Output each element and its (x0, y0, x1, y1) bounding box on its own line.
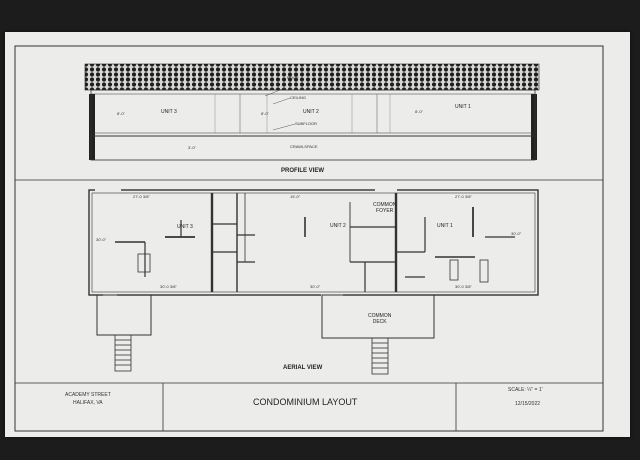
sheet-border (14, 45, 604, 432)
aerial-unit-1: UNIT 1 (437, 223, 453, 229)
aerial-view-title: AERIAL VIEW (283, 365, 323, 371)
drawing-title: CONDOMINIUM LAYOUT (253, 397, 358, 407)
common-deck-label: COMMON DECK (368, 313, 392, 325)
building-outline (88, 189, 539, 296)
date-label: 12/15/2022 (515, 401, 541, 407)
ceiling-label: CEILING (290, 95, 307, 100)
profile-unit-2: UNIT 2 (303, 109, 319, 115)
aerial-unit-3: UNIT 3 (177, 224, 193, 230)
roof-shingles (84, 63, 540, 91)
aerial-unit-2: UNIT 2 (330, 223, 346, 229)
deck-stairs (371, 337, 389, 375)
address-line-2: HALIFAX, VA (73, 400, 103, 406)
dim-bottom-mid: 30'-0" (310, 284, 321, 289)
crawlspace-label: CRAWLSPACE (290, 144, 318, 149)
scale-label: SCALE: ¼" = 1' (508, 387, 543, 393)
drawing-sheet: ROOF CEILING SUBFLOOR CRAWLSPACE UNIT 3 … (5, 32, 630, 437)
dim-right-side: 30'-0" (511, 231, 522, 236)
address-line-1: ACADEMY STREET (65, 392, 111, 398)
profile-dim-1: 8'-0" (117, 111, 125, 116)
profile-view-title: PROFILE VIEW (281, 168, 325, 174)
subfloor-label: SUBFLOOR (295, 121, 318, 126)
dim-left-side: 30'-0" (96, 237, 107, 242)
dim-top-right: 27'-0 3/8" (455, 194, 472, 199)
profile-dim-4: 3'-0" (188, 145, 196, 150)
dim-bottom-right: 30'-0 3/8" (455, 284, 472, 289)
aerial-view (88, 188, 539, 375)
profile-unit-1: UNIT 1 (455, 104, 471, 110)
dim-bottom-left: 30'-0 3/8" (160, 284, 177, 289)
left-deck (96, 294, 152, 336)
dim-top-mid: 15'-0" (290, 194, 301, 199)
crawlspace-band (90, 135, 536, 161)
roof-label: ROOF (287, 75, 299, 80)
left-stairs (114, 334, 132, 372)
dim-top-left: 27'-0 3/8" (133, 194, 150, 199)
profile-dim-2: 8'-0" (261, 111, 269, 116)
profile-view (84, 63, 540, 161)
common-foyer-label: COMMON FOYER (373, 202, 397, 214)
profile-unit-3: UNIT 3 (161, 109, 177, 115)
profile-dim-3: 8'-0" (415, 109, 423, 114)
drawing-linework (14, 45, 604, 432)
